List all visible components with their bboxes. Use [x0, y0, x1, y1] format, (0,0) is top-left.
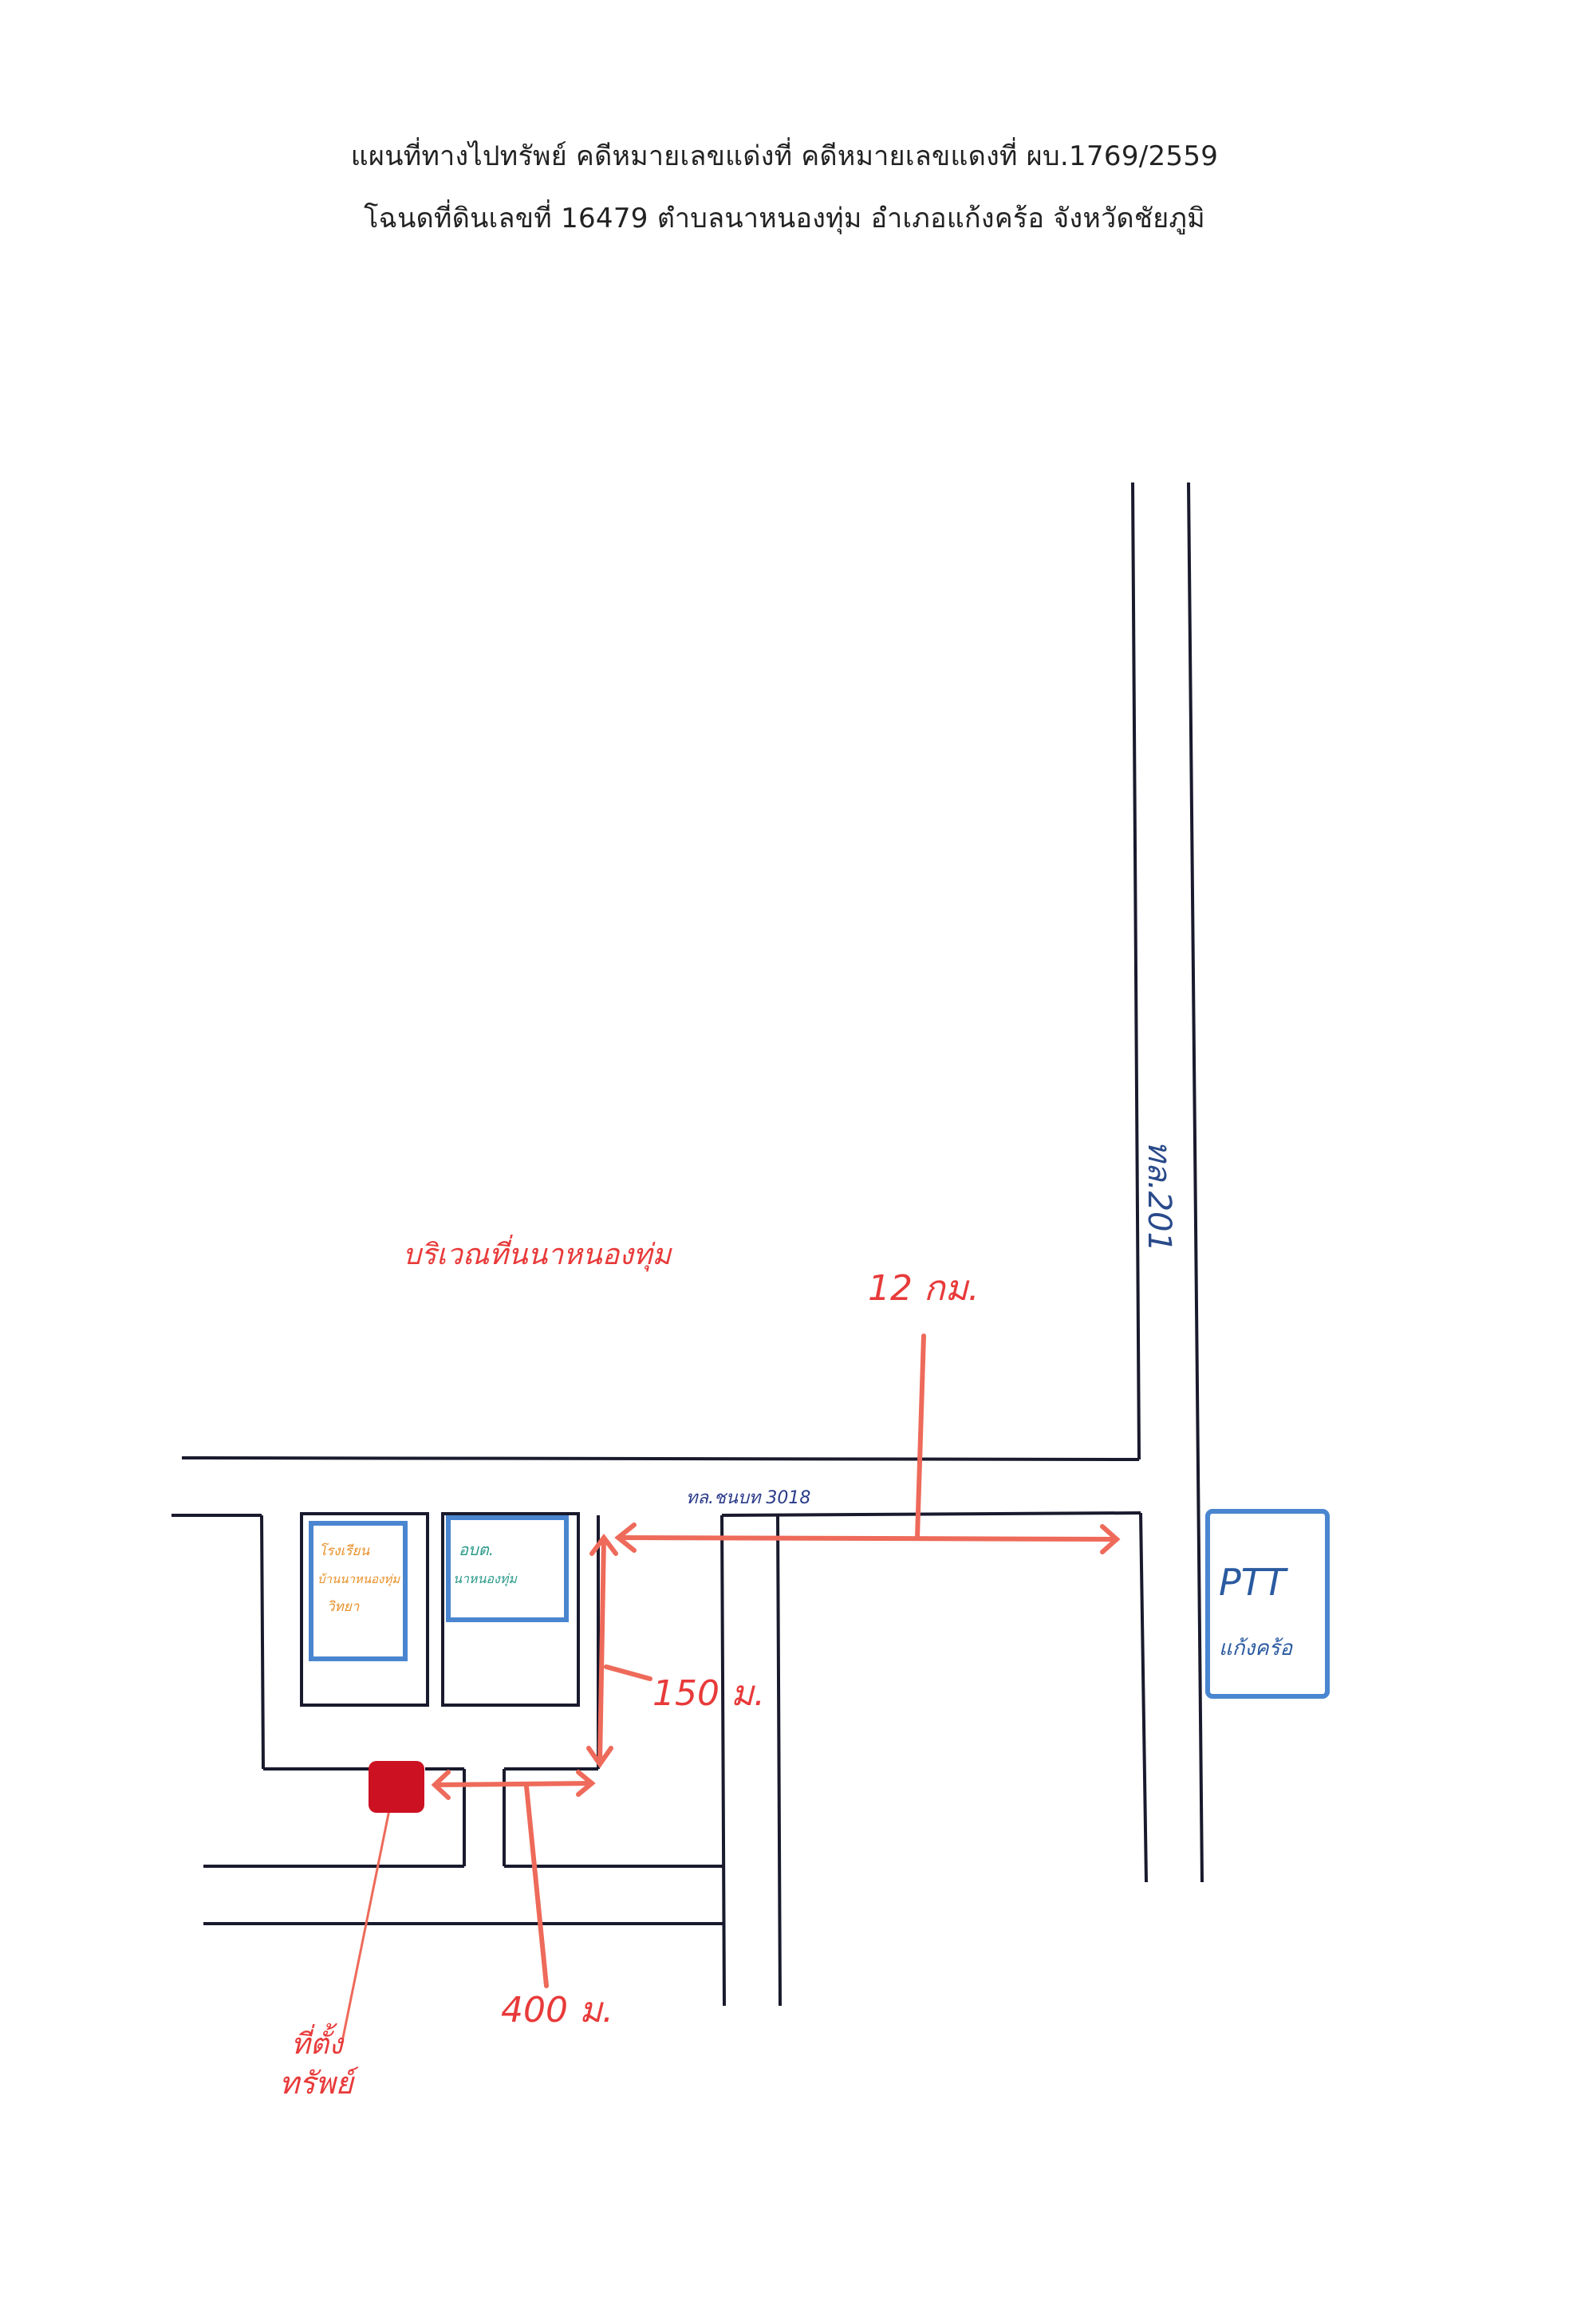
arrow-head-east-2: [576, 1770, 596, 1797]
sao-label-1: อบต.: [459, 1540, 494, 1559]
arrow-head-east: [1100, 1524, 1121, 1554]
school-label-1: โรงเรียน: [319, 1542, 369, 1559]
leader-property: [341, 1781, 396, 2039]
side-road-bottom-edge-right: [721, 1511, 1141, 1517]
arrow-head-west-2: [431, 1770, 451, 1800]
school-label-3: วิทยา: [327, 1599, 360, 1615]
local-road-lane-right: [776, 1515, 782, 2007]
school-label-2: บ้านนาหนองทุ่ม: [317, 1572, 400, 1586]
area-label: บริเวณที่นนาหนองทุ่ม: [403, 1234, 673, 1272]
property-label-1: ที่ตั้ง: [291, 2023, 345, 2061]
highway-left-edge-bottom: [1139, 1512, 1148, 1883]
property-label-2: ทรัพย์: [279, 2066, 360, 2101]
route-final-segment: [432, 1781, 594, 1787]
side-road-label: ทล.ชนบท 3018: [686, 1488, 810, 1508]
blue-boxes: [309, 1509, 1330, 1699]
ptt-location-label: แก้งคร้อ: [1219, 1637, 1294, 1660]
highway-left-edge-top: [1131, 482, 1141, 1460]
highway-label: ทล.201: [1141, 1140, 1177, 1252]
title-line-1: แผนที่ทางไปทรัพย์ คดีหมายเลขแด่งที่ คดีห…: [350, 140, 1219, 172]
property-marker: [369, 1761, 424, 1813]
distance-400m-label: 400 ม.: [501, 1990, 613, 2031]
leader-12km: [915, 1333, 926, 1540]
block-sao: [441, 1512, 580, 1707]
leader-400m: [524, 1784, 549, 1988]
arrow-head-south: [586, 1746, 613, 1769]
highway-right-edge: [1187, 482, 1204, 1883]
local-roads: [203, 1515, 782, 2007]
distance-150m-label: 150 ม.: [652, 1673, 765, 1714]
sao-label-box: [446, 1515, 569, 1622]
ptt-station-box: [1205, 1509, 1330, 1699]
leader-150m: [604, 1664, 652, 1681]
distance-12km-label: 12 กม.: [868, 1268, 980, 1309]
blocks: [300, 1512, 580, 1707]
route-main-segment: [616, 1535, 1119, 1542]
route-village-segment: [597, 1537, 606, 1765]
school-label-box: [309, 1521, 408, 1661]
ptt-label: PTT: [1219, 1561, 1289, 1604]
local-road-lane-left: [720, 1515, 726, 2007]
route: [341, 1333, 1119, 2039]
side-road-top-edge: [181, 1456, 1140, 1461]
block-school: [300, 1512, 429, 1707]
highway-201: [1131, 482, 1204, 1883]
local-road-west-vertical: [260, 1515, 265, 1770]
arrow-heads: [431, 1522, 1121, 1800]
arrow-head-west: [614, 1522, 637, 1553]
arrow-head-north: [589, 1534, 618, 1556]
side-road-3018: [171, 1456, 1141, 1517]
sao-label-2: นาหนองทุ่ม: [453, 1571, 518, 1587]
title-line-2: โฉนดที่ดินเลขที่ 16479 ตำบลนาหนองทุ่ม อำ…: [364, 203, 1205, 234]
